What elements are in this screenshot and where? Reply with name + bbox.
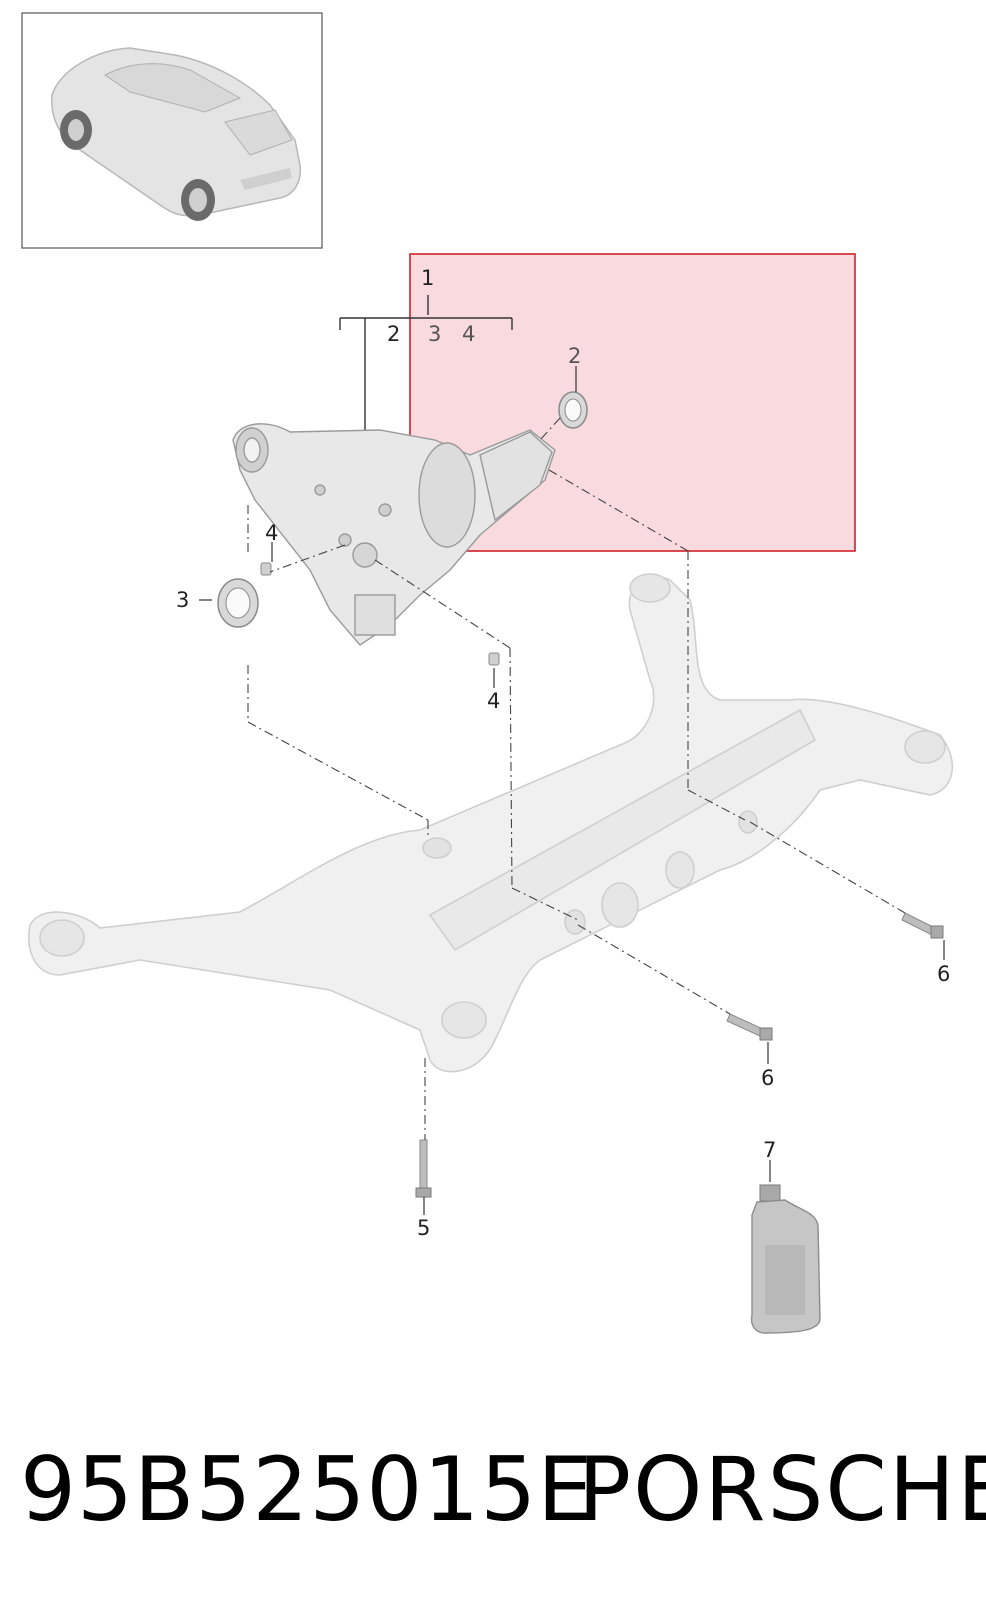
rear-differential <box>232 423 556 646</box>
part-number: 95B525015E <box>20 1438 594 1541</box>
callout-bolt-right-lower: 6 <box>761 1066 774 1090</box>
vehicle-thumbnail <box>21 12 323 249</box>
leader-lines <box>247 417 906 1140</box>
suv-car-icon <box>51 47 302 221</box>
footer-caption: 95B525015E PORSCHE <box>0 1438 986 1548</box>
callout-seal-right: 2 <box>568 344 581 368</box>
callout-ticks <box>199 366 945 1215</box>
bolt-right-upper <box>901 912 944 939</box>
callout-group-child-3: 3 <box>428 322 441 346</box>
rear-axle-subframe <box>28 573 954 1073</box>
seal-ring-left <box>217 578 259 628</box>
callout-bolt-right-upper: 6 <box>937 962 950 986</box>
callout-oil-bottle: 7 <box>763 1138 776 1162</box>
callout-bolt-vertical: 5 <box>417 1216 430 1240</box>
bolt-right-lower <box>726 1013 773 1041</box>
brand-name: PORSCHE <box>578 1438 986 1541</box>
drain-plug-lower <box>488 652 500 666</box>
bolt-vertical <box>415 1139 432 1198</box>
callout-group-parent: 1 <box>421 266 434 290</box>
group-bracket <box>339 295 513 433</box>
callout-plug-upper: 4 <box>265 521 278 545</box>
callout-plug-lower: 4 <box>487 689 500 713</box>
callout-group-child-4: 4 <box>462 322 475 346</box>
callout-group-child-2: 2 <box>387 322 400 346</box>
seal-ring-right <box>558 391 588 429</box>
oil-bottle-icon <box>750 1184 821 1334</box>
callout-seal-left: 3 <box>176 588 189 612</box>
drain-plug-upper <box>260 562 272 576</box>
